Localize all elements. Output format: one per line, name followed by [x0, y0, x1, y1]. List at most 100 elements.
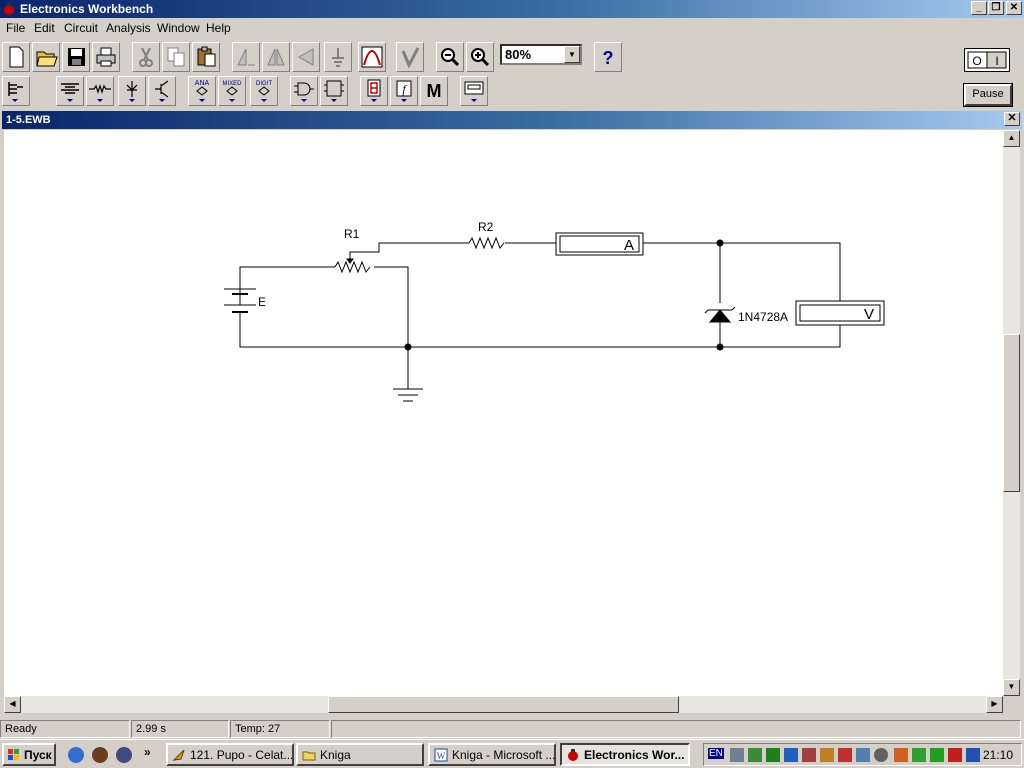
app-titlebar[interactable]: Electronics Workbench _ ❐ ✕: [0, 0, 1024, 18]
parts-bin-diodes-button[interactable]: [118, 76, 146, 106]
menu-edit[interactable]: Edit: [34, 21, 55, 35]
quicklaunch-more-button[interactable]: »: [144, 745, 151, 759]
scroll-down-button[interactable]: ▼: [1003, 679, 1020, 696]
tray-app-icon[interactable]: [766, 748, 780, 762]
task-button-folder[interactable]: Kniga: [296, 743, 424, 766]
parts-bin-controls-button[interactable]: f: [390, 76, 418, 106]
create-subcircuit-button[interactable]: [396, 42, 424, 72]
chevron-down-icon[interactable]: ▼: [564, 46, 580, 63]
print-button[interactable]: [92, 42, 120, 72]
instruments-icon: [464, 81, 484, 102]
parts-bin-indicators-button[interactable]: [360, 76, 388, 106]
tray-app-icon[interactable]: [784, 748, 798, 762]
new-file-button[interactable]: [2, 42, 30, 72]
tray-app-icon[interactable]: [948, 748, 962, 762]
close-button[interactable]: ✕: [1006, 1, 1022, 15]
app-icon: [4, 3, 14, 15]
rotate-button[interactable]: [232, 42, 260, 72]
task-button-word[interactable]: W Kniga - Microsoft ...: [428, 743, 556, 766]
component-properties-button[interactable]: [324, 42, 352, 72]
parts-bin-analog-ics-button[interactable]: ANA: [188, 76, 216, 106]
start-button[interactable]: Пуск: [2, 743, 56, 766]
status-time: 2.99 s: [131, 720, 229, 738]
zoom-select[interactable]: 80% ▼: [500, 44, 582, 65]
zoom-out-icon: [441, 48, 460, 67]
menu-help[interactable]: Help: [206, 21, 231, 35]
help-icon: ?: [603, 48, 614, 68]
minimize-button[interactable]: _: [971, 1, 987, 15]
parts-bin-favorites-button[interactable]: [2, 76, 30, 106]
help-button[interactable]: ?: [594, 42, 622, 72]
zoom-in-button[interactable]: [466, 42, 494, 72]
flip-vertical-button[interactable]: [292, 42, 320, 72]
document-titlebar[interactable]: 1-5.EWB ✕: [2, 111, 1022, 129]
media-player-icon[interactable]: [92, 747, 108, 763]
menu-file[interactable]: File: [6, 21, 26, 35]
tray-app-icon[interactable]: [966, 748, 980, 762]
status-state: Ready: [0, 720, 130, 738]
r2-label: R2: [478, 220, 494, 234]
menu-circuit[interactable]: Circuit: [64, 21, 99, 35]
task-button-electronics-workbench[interactable]: Electronics Wor...: [560, 743, 690, 766]
ground-symbol[interactable]: [393, 388, 423, 402]
cut-button[interactable]: [132, 42, 160, 72]
folder-icon: [302, 751, 316, 761]
tray-app-icon[interactable]: [930, 748, 944, 762]
tray-app-icon[interactable]: [912, 748, 926, 762]
tray-app-icon[interactable]: [838, 748, 852, 762]
document-close-button[interactable]: ✕: [1004, 112, 1020, 126]
copy-button[interactable]: [162, 42, 190, 72]
tray-app-icon[interactable]: [856, 748, 870, 762]
vertical-scrollbar[interactable]: ▲ ▼: [1003, 130, 1020, 696]
pause-button[interactable]: Pause: [963, 83, 1013, 107]
parts-bin-digital-button[interactable]: [320, 76, 348, 106]
resistor-r2[interactable]: [468, 236, 505, 250]
tray-app-icon[interactable]: [748, 748, 762, 762]
quicklaunch-app-icon[interactable]: [116, 747, 132, 763]
tray-app-icon[interactable]: [802, 748, 816, 762]
restore-button[interactable]: ❐: [988, 1, 1004, 15]
task-label: 121. Pupo - Celat...: [190, 748, 294, 762]
parts-bin-transistors-button[interactable]: [148, 76, 176, 106]
flip-horizontal-icon: [267, 48, 285, 66]
parts-bin-logic-gates-button[interactable]: [290, 76, 318, 106]
ammeter[interactable]: [555, 232, 644, 256]
voltmeter[interactable]: [795, 300, 885, 326]
save-button[interactable]: [62, 42, 90, 72]
scroll-up-button[interactable]: ▲: [1003, 130, 1020, 147]
paste-button[interactable]: [192, 42, 220, 72]
battery-e[interactable]: [224, 288, 256, 313]
save-icon: [68, 48, 85, 66]
component-properties-icon: [332, 48, 344, 67]
menu-window[interactable]: Window: [157, 21, 200, 35]
scroll-left-button[interactable]: ◀: [4, 696, 21, 713]
tray-app-icon[interactable]: [820, 748, 834, 762]
open-file-button[interactable]: [32, 42, 60, 72]
horizontal-scroll-thumb[interactable]: [328, 696, 679, 713]
task-button-winamp[interactable]: 121. Pupo - Celat...: [166, 743, 294, 766]
analysis-graphs-button[interactable]: [358, 42, 386, 72]
tray-app-icon[interactable]: [874, 748, 888, 762]
circuit-canvas[interactable]: E R1 R2 A 1N4728: [4, 130, 1003, 696]
potentiometer-r1[interactable]: [334, 258, 371, 274]
parts-bin-instruments-button[interactable]: [460, 76, 488, 106]
parts-bin-mixed-ics-button[interactable]: MIXED: [218, 76, 246, 106]
zoom-out-button[interactable]: [436, 42, 464, 72]
menu-analysis[interactable]: Analysis: [106, 21, 151, 35]
internet-explorer-icon[interactable]: [68, 747, 84, 763]
flip-horizontal-button[interactable]: [262, 42, 290, 72]
horizontal-scrollbar[interactable]: ◀ ▶: [4, 696, 1003, 713]
language-indicator[interactable]: EN: [708, 748, 724, 759]
parts-bin-basic-button[interactable]: [86, 76, 114, 106]
parts-bin-digital-ics-button[interactable]: DIGIT: [250, 76, 278, 106]
printer-tray-icon[interactable]: [730, 748, 744, 762]
vertical-scroll-thumb[interactable]: [1003, 334, 1020, 492]
volume-icon[interactable]: [894, 748, 908, 762]
zener-diode-1n4728a[interactable]: [704, 306, 736, 323]
power-switch[interactable]: O I: [964, 48, 1010, 72]
status-temp: Temp: 27: [230, 720, 330, 738]
parts-bin-sources-button[interactable]: [56, 76, 84, 106]
parts-bin-miscellaneous-button[interactable]: M: [420, 76, 448, 106]
scroll-right-button[interactable]: ▶: [986, 696, 1003, 713]
clock[interactable]: 21:10: [982, 748, 1013, 762]
